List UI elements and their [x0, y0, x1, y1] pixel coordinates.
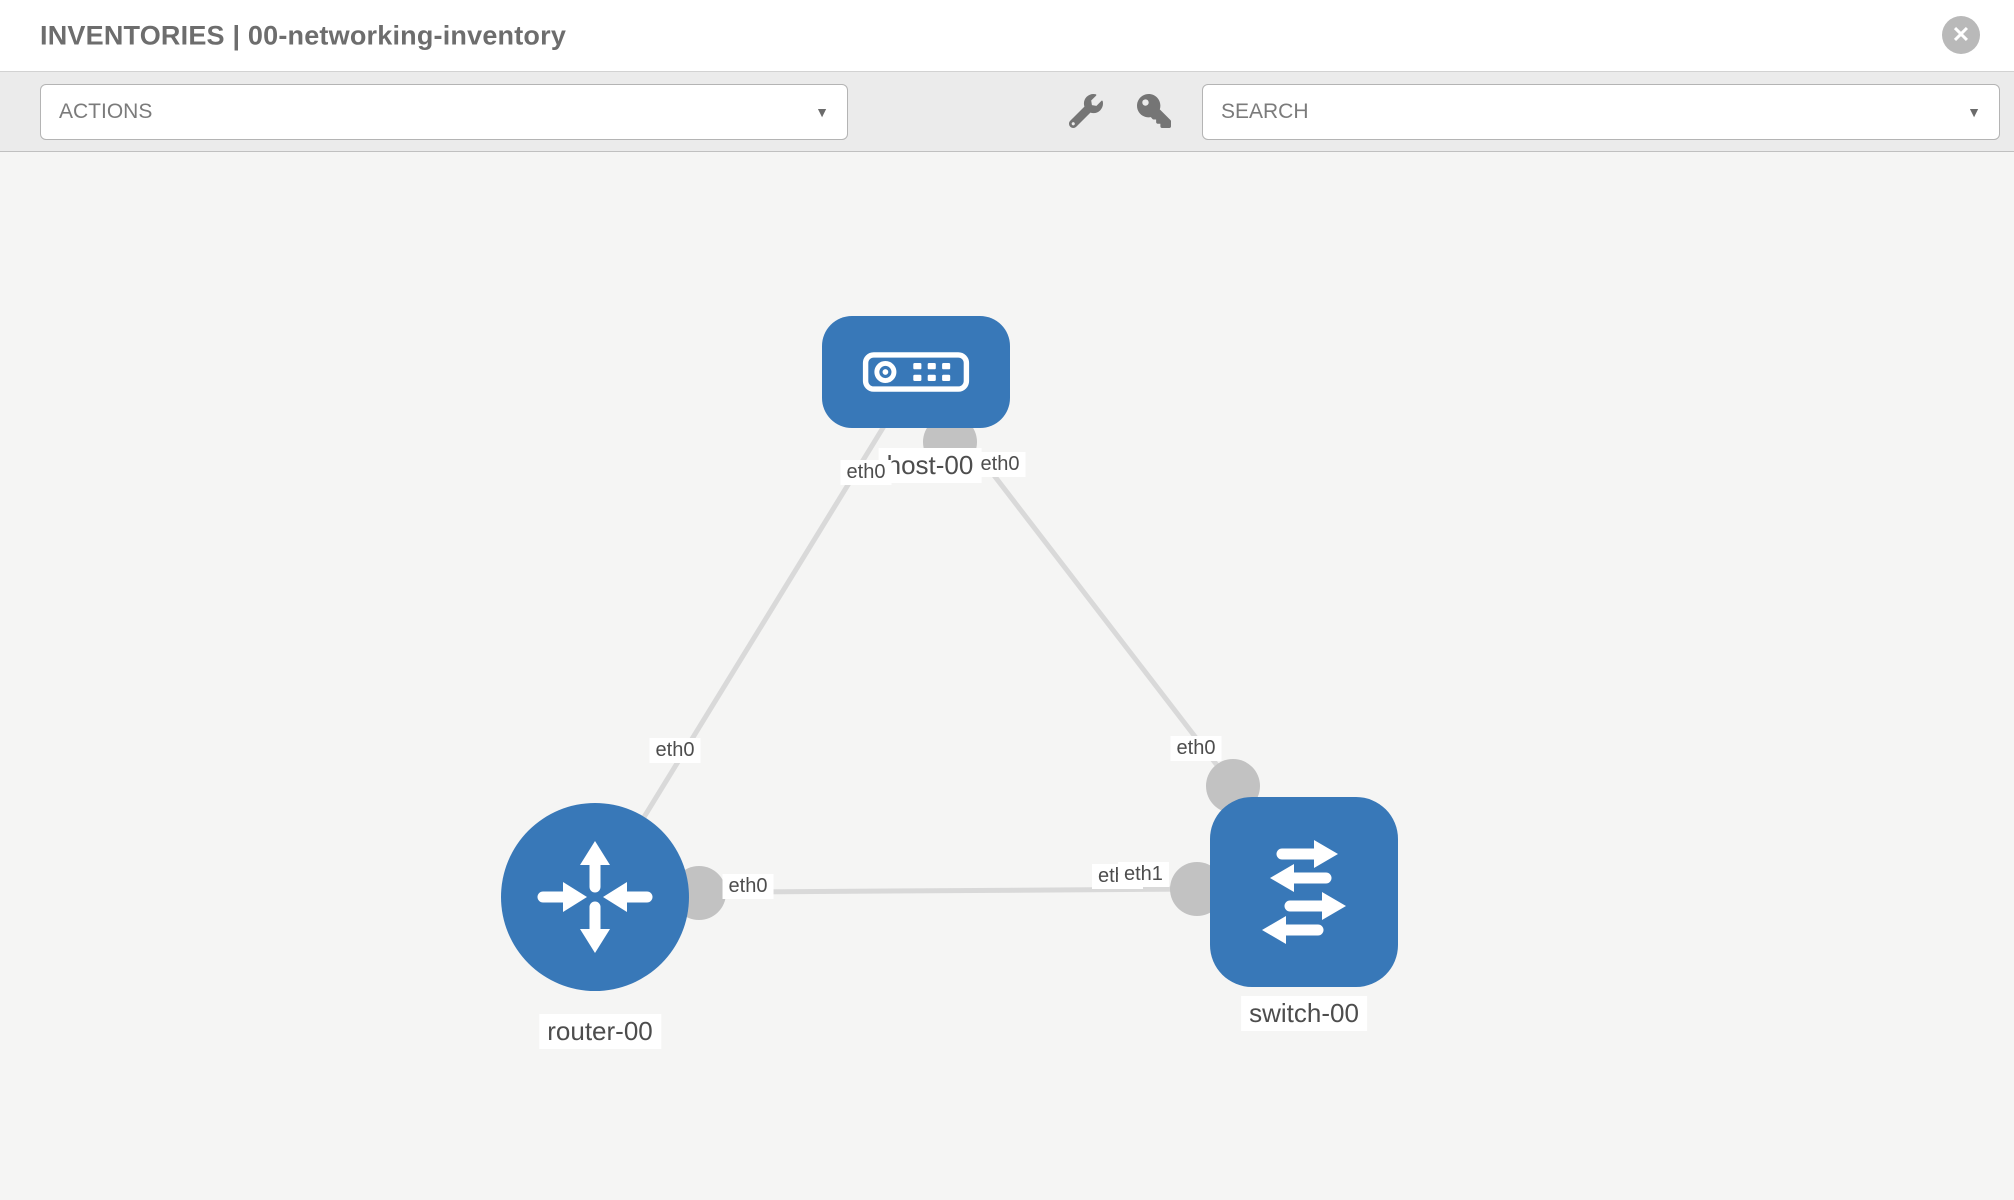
topology-links-layer: [592, 372, 1260, 920]
key-icon[interactable]: [1136, 94, 1172, 130]
chevron-down-icon: ▼: [1967, 104, 1981, 120]
actions-dropdown[interactable]: ACTIONS ▼: [40, 84, 848, 140]
node-switch[interactable]: [1210, 797, 1398, 987]
page-header: INVENTORIES | 00-networking-inventory ✕: [0, 0, 2014, 72]
node-label-host: host-00: [878, 448, 982, 483]
toolbar: ACTIONS ▼ SEARCH ▼: [0, 72, 2014, 152]
interface-label-router-host-link: eth0: [649, 738, 701, 763]
node-label-router: router-00: [539, 1014, 661, 1049]
wrench-icon[interactable]: [1068, 94, 1104, 130]
interface-label-router-right: eth0: [722, 874, 774, 899]
page-title: INVENTORIES | 00-networking-inventory: [40, 20, 567, 50]
node-host[interactable]: [822, 316, 1010, 428]
close-icon[interactable]: ✕: [1942, 16, 1980, 54]
node-label-switch: switch-00: [1241, 996, 1367, 1031]
search-dropdown[interactable]: SEARCH ▼: [1202, 84, 2000, 140]
interface-label-host-right: eth0: [974, 452, 1026, 477]
search-dropdown-label: SEARCH: [1221, 100, 1309, 123]
router-icon: [537, 841, 653, 953]
interface-label-switch-front: eth1: [1118, 862, 1169, 887]
host-icon: [862, 352, 970, 392]
interface-label-host-left: eth0: [840, 460, 892, 485]
actions-dropdown-label: ACTIONS: [59, 100, 153, 123]
switch-icon: [1262, 840, 1346, 944]
node-router[interactable]: [501, 803, 689, 991]
interface-label-host-switch-link: eth0: [1170, 736, 1222, 761]
topology-canvas[interactable]: host-00 router-00 switch-00 eth0 eth0 et…: [0, 152, 2014, 1200]
chevron-down-icon: ▼: [815, 104, 829, 120]
